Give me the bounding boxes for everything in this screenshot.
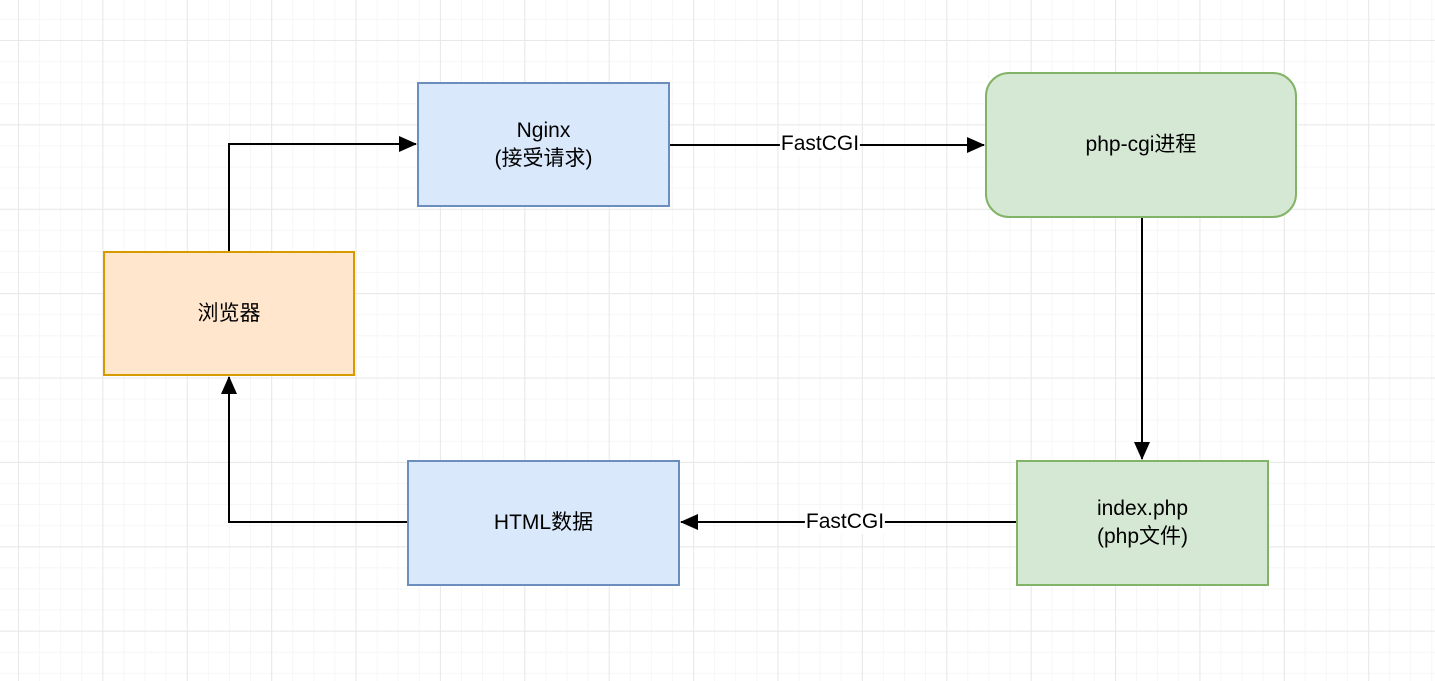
node-index-php-label-line2: (php文件) (1096, 525, 1189, 548)
node-index-php[interactable]: index.php (php文件) (1016, 460, 1269, 586)
node-browser-label: 浏览器 (197, 301, 261, 325)
edge-htmldata-to-browser[interactable] (221, 376, 407, 523)
node-html-data[interactable]: HTML数据 (407, 460, 680, 586)
node-nginx[interactable]: Nginx (接受请求) (417, 82, 670, 207)
node-html-data-label: HTML数据 (493, 511, 594, 534)
node-nginx-label-line1: Nginx (516, 118, 571, 142)
node-php-cgi-process[interactable]: php-cgi进程 (985, 72, 1297, 218)
edge-label-fastcgi-response[interactable]: FastCGI (804, 510, 886, 534)
edge-browser-to-nginx[interactable] (228, 136, 417, 251)
edge-label-fastcgi-request[interactable]: FastCGI (779, 132, 861, 156)
node-index-php-label-line1: index.php (1096, 497, 1189, 520)
node-browser[interactable]: 浏览器 (103, 251, 355, 376)
node-nginx-label-line2: (接受请求) (494, 146, 593, 170)
node-php-cgi-process-label: php-cgi进程 (1085, 133, 1197, 156)
